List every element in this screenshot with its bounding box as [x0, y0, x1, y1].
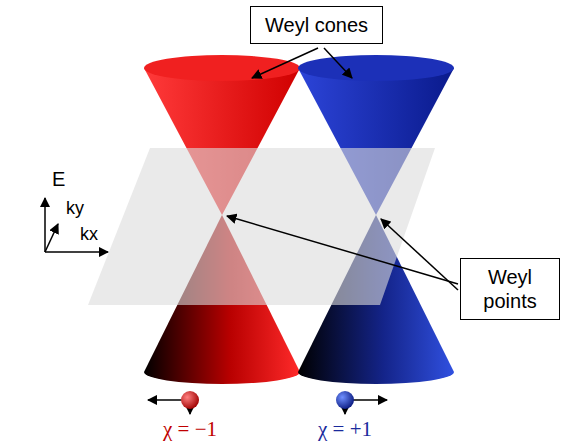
callout-text: Weyl cones [265, 13, 368, 37]
kx-axis [45, 251, 108, 253]
chirality-label: χ = −1 [163, 417, 217, 441]
chirality-sphere-red [181, 391, 199, 409]
leader-line [252, 48, 318, 78]
axis-label: E [52, 168, 65, 191]
axis-label: ky [66, 198, 84, 219]
leader-line [227, 216, 458, 284]
energy-axis [44, 198, 46, 252]
chirality-label: χ = +1 [318, 417, 372, 441]
axis-label: kx [80, 224, 98, 245]
callout-text: Weyl points [465, 265, 555, 313]
leader-line [381, 219, 458, 290]
upper-cone-blue-top [298, 55, 454, 81]
upper-cone-red-top [144, 55, 300, 81]
leader-line [324, 48, 352, 78]
chirality-sphere-blue [336, 391, 354, 409]
callout-box: Weyl points [460, 258, 560, 320]
ky-axis [45, 224, 58, 252]
callout-box: Weyl cones [250, 6, 383, 44]
